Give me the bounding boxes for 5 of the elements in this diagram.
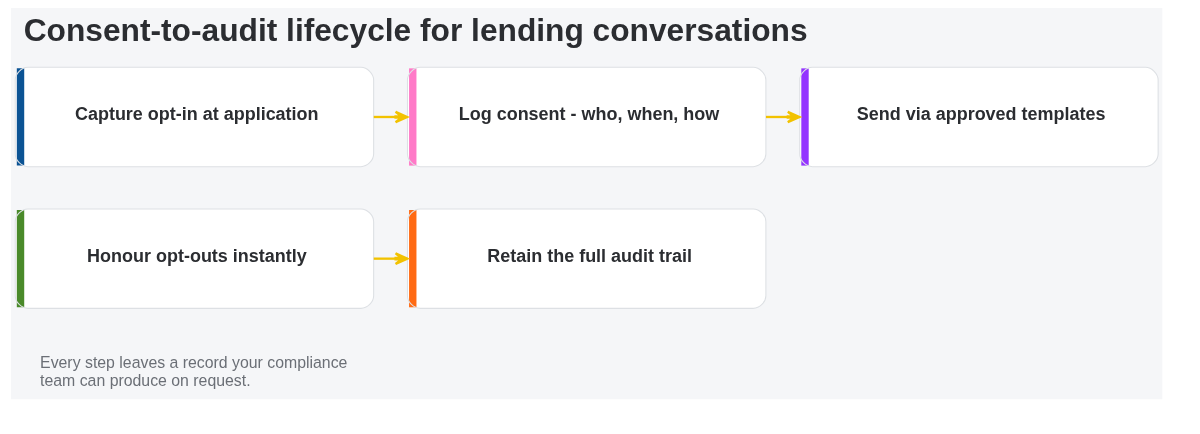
arrow — [373, 110, 409, 124]
diagram-title: Consent-to-audit lifecycle for lending conversations — [23, 11, 808, 48]
caption: Every step leaves a record your compliance team can produce on request. — [40, 353, 348, 389]
arrow — [765, 110, 801, 124]
arrow — [373, 252, 409, 266]
